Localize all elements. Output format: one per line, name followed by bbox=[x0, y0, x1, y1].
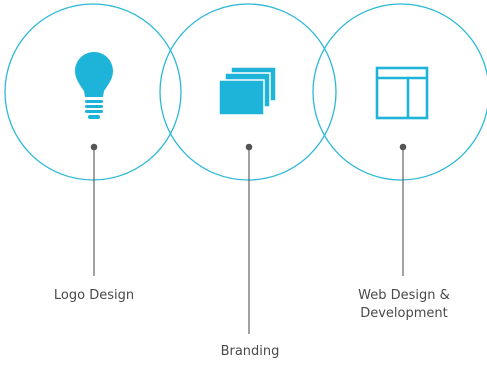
label-web-design-development: Web Design & Development bbox=[334, 287, 474, 323]
connector-logo-design bbox=[90, 143, 98, 276]
label-logo-design: Logo Design bbox=[53, 288, 135, 303]
stacked-cards-icon bbox=[218, 66, 277, 116]
circle-logo-design bbox=[4, 3, 182, 181]
connector-web-design bbox=[399, 143, 407, 276]
connector-branding bbox=[245, 143, 253, 334]
web-layout-icon bbox=[375, 66, 429, 120]
lightbulb-icon bbox=[75, 52, 113, 119]
label-branding: Branding bbox=[220, 344, 280, 359]
circle-branding bbox=[159, 3, 337, 181]
circle-web-design bbox=[312, 3, 487, 181]
label-web-line-1: Web Design & bbox=[358, 288, 450, 303]
label-web-line-2: Development bbox=[360, 306, 448, 321]
